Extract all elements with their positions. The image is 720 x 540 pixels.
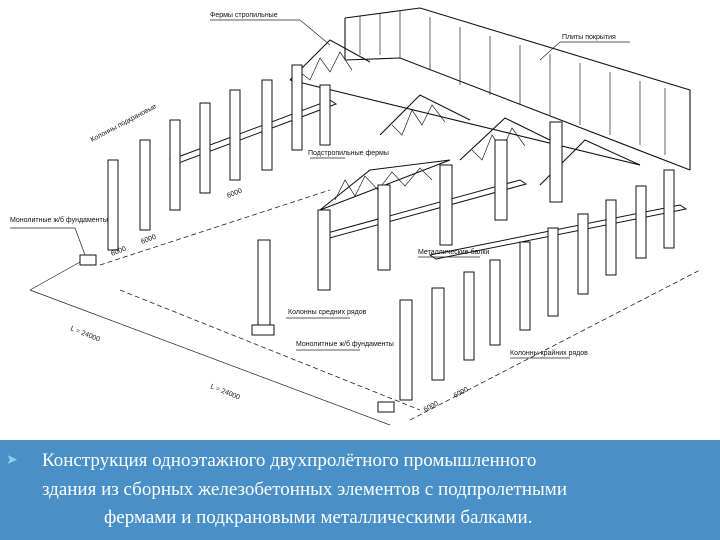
label-foundations-left: Монолитные ж/б фундаменты xyxy=(10,216,108,224)
caption-line-3: фермами и подкрановыми металлическими ба… xyxy=(104,507,533,528)
dim-6000-5: 6000 xyxy=(453,386,470,400)
label-outer-columns: Колонны крайних рядов xyxy=(510,349,588,357)
foundations xyxy=(79,254,395,413)
roof-trusses xyxy=(289,39,641,211)
label-foundations-mid: Монолитные ж/б фундаменты xyxy=(296,340,394,348)
label-sub-trusses: Подстропильные фермы xyxy=(308,150,389,157)
label-middle-columns: Колонны средних рядов xyxy=(288,309,367,316)
callouts: Фермы стропильные Плиты покрытия Колонны… xyxy=(10,12,630,359)
roof-slabs xyxy=(344,7,691,171)
caption-line-2: здания из сборных железобетонных элемент… xyxy=(42,479,567,500)
label-crane-beams: Колонны подкрановые xyxy=(90,103,158,144)
label-roof-trusses: Фермы стропильные xyxy=(210,12,278,19)
caption-band: Конструкция одноэтажного двухпролётного … xyxy=(0,440,720,540)
dim-span-1: L = 24000 xyxy=(69,325,101,343)
label-roof-slabs: Плиты покрытия xyxy=(562,34,616,41)
columns-right-row xyxy=(399,169,675,401)
caption-line-1: Конструкция одноэтажного двухпролётного … xyxy=(42,450,537,471)
columns-middle-row xyxy=(257,121,563,326)
building-frame-diagram: 6000 6000 6000 6000 6000 L = 24000 L = 2… xyxy=(10,7,701,426)
dimension-lines xyxy=(29,189,701,426)
dim-6000-2: 6000 xyxy=(140,233,157,245)
dim-6000-3: 6000 xyxy=(226,187,243,199)
columns-left-row xyxy=(107,64,331,251)
dim-6000-4: 6000 xyxy=(423,400,440,414)
dim-span-2: L = 24000 xyxy=(209,383,241,401)
label-metal-beams: Металлические балки xyxy=(418,248,489,256)
bullet-icon: ➤ xyxy=(6,452,18,468)
